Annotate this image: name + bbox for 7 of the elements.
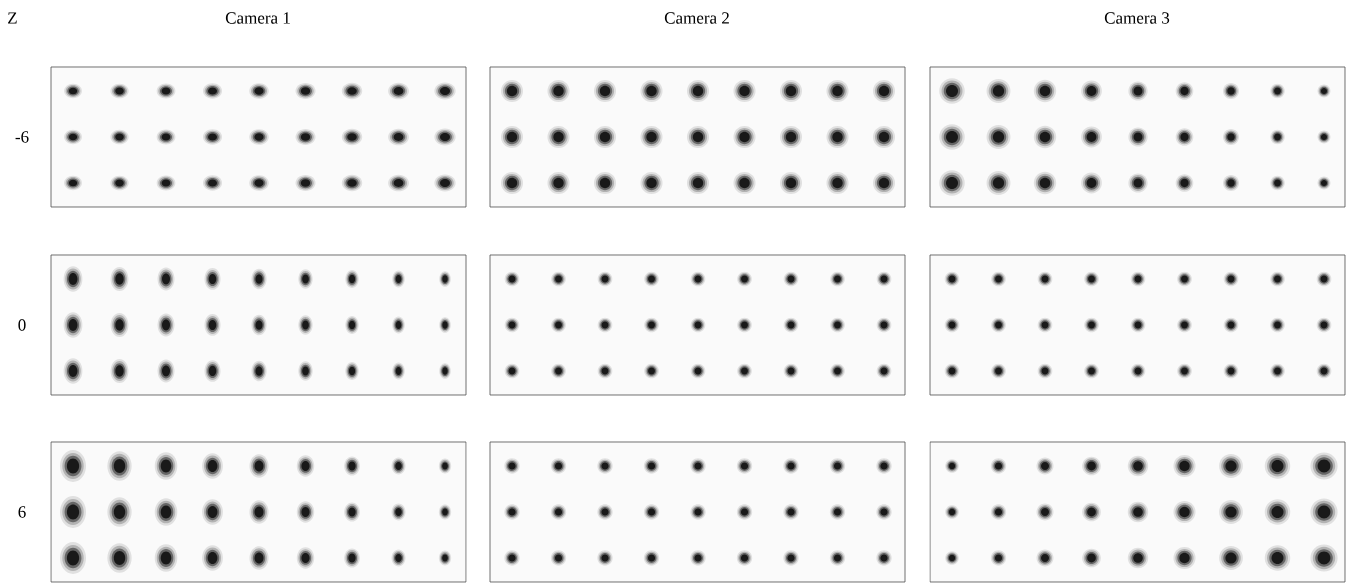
axis-label: Camera 1 bbox=[225, 12, 290, 24]
axis-label: 0 bbox=[18, 319, 26, 331]
axis-label: 6 bbox=[18, 506, 26, 518]
axis-label: Camera 3 bbox=[1104, 12, 1170, 24]
axis-label: -6 bbox=[15, 131, 29, 143]
axis-label: Camera 2 bbox=[664, 12, 729, 24]
axis-label: Z bbox=[8, 12, 17, 24]
